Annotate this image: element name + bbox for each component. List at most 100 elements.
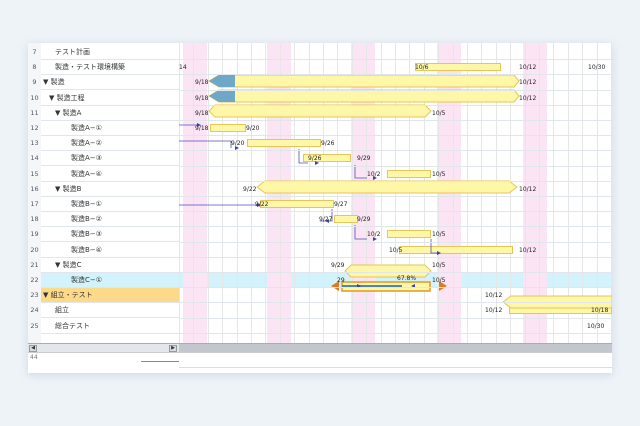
task-name: 製造A−④ (71, 169, 102, 178)
task-bar[interactable] (415, 63, 501, 72)
task-row[interactable]: テスト計画 (41, 45, 179, 60)
summary-bar-row23[interactable] (502, 295, 612, 309)
date-label: 10/5 (432, 261, 446, 269)
dependency-link (179, 140, 232, 148)
grid-hline (179, 89, 612, 91)
date-label: 9/22 (255, 201, 269, 208)
task-name: ▼ 組立・テスト (43, 291, 93, 300)
task-bar[interactable] (210, 124, 246, 132)
row-number: 18 (30, 215, 39, 224)
drag-handle-right[interactable] (439, 281, 447, 291)
dependency-link (354, 165, 367, 179)
date-label: 10/12 (519, 64, 537, 72)
chart-hscrollbar[interactable] (179, 343, 612, 353)
summary-bar-row11[interactable] (208, 104, 432, 118)
grid-hline (179, 104, 612, 106)
task-row[interactable]: 製造B−② (41, 212, 179, 228)
date-label: 10/12 (519, 185, 537, 193)
weekend-column (523, 43, 547, 343)
summary-bar-row10[interactable] (208, 89, 520, 103)
task-bar[interactable] (387, 169, 431, 178)
grid-hline (179, 256, 612, 258)
row-number: 22 (30, 276, 39, 284)
weekend-column (183, 43, 207, 343)
date-label: 10/2 (367, 170, 381, 178)
task-row[interactable]: 製造A−④ (41, 167, 179, 182)
task-row[interactable]: 製造A−① (41, 121, 179, 136)
selected-task-progress (342, 285, 402, 288)
tree-hscrollbar[interactable]: ◀ ▶ (28, 343, 179, 353)
task-name: ▼ 製造A (55, 108, 82, 117)
grid-vline (251, 43, 252, 343)
date-label: 9/26 (321, 140, 335, 148)
date-label: 10/5 (432, 170, 446, 178)
dependency-link (354, 225, 367, 240)
task-row[interactable]: 製造A−③ (41, 151, 179, 167)
task-row[interactable]: 製造B−① (41, 197, 179, 212)
task-row[interactable]: 製造A−② (41, 136, 179, 152)
row-number: 12 (30, 124, 39, 132)
grid-hline (179, 317, 612, 319)
task-row[interactable]: ▼ 製造工程 (41, 91, 179, 106)
task-row[interactable]: 総合テスト (41, 319, 179, 334)
task-name: 製造B−② (71, 215, 102, 224)
grid-hline (179, 211, 612, 213)
grid-hline (179, 226, 612, 228)
date-label: 9/29 (357, 216, 371, 224)
task-bar[interactable] (387, 230, 431, 239)
date-label: 10/30 (587, 322, 605, 330)
task-row[interactable]: ▼ 組立・テスト (41, 288, 179, 304)
date-label: 29 (337, 277, 345, 284)
date-label: 9/18 (195, 94, 209, 102)
task-name: テスト計画 (55, 48, 90, 56)
date-label: 9/29 (331, 261, 345, 269)
grid-vline (179, 43, 180, 343)
task-bar[interactable] (247, 139, 321, 148)
task-row[interactable]: ▼ 製造 (41, 75, 179, 91)
scroll-right-button[interactable]: ▶ (169, 345, 177, 352)
dependency-link (320, 209, 333, 222)
footer-row-number: 44 (30, 354, 38, 361)
task-row[interactable]: 製造B−③ (41, 227, 179, 243)
task-row[interactable]: 製造・テスト環境構築 (41, 60, 179, 76)
task-row[interactable]: 製造C−① (41, 273, 179, 288)
date-label: 9/20 (246, 125, 260, 132)
task-name: 製造A−② (71, 139, 102, 148)
task-bar[interactable] (334, 215, 358, 224)
dependency-link (298, 149, 308, 164)
scroll-left-button[interactable]: ◀ (29, 345, 37, 352)
summary-bar-row21[interactable] (344, 264, 432, 278)
grid-vline (597, 43, 598, 343)
row-number: 19 (30, 230, 39, 239)
grid-hline (179, 120, 612, 121)
grid-vline (553, 43, 554, 343)
drag-handle-left[interactable] (331, 281, 339, 291)
task-row[interactable]: 組立 (41, 303, 179, 319)
task-row[interactable]: ▼ 製造A (41, 106, 179, 121)
task-name: 製造A−③ (71, 154, 102, 163)
row-number: 13 (30, 139, 39, 148)
row-number: 8 (32, 63, 37, 72)
task-row[interactable]: ▼ 製造B (41, 182, 179, 197)
task-name: ▼ 製造B (55, 184, 82, 193)
summary-bar-row9[interactable] (208, 74, 520, 88)
task-bar[interactable] (303, 154, 351, 163)
grid-hline (179, 272, 612, 273)
date-label: 14 (179, 64, 187, 72)
task-row[interactable]: 製造B−④ (41, 243, 179, 258)
arrow-head (373, 176, 377, 180)
task-bar[interactable] (260, 200, 334, 208)
grid-hline (179, 59, 612, 61)
grid-hline (179, 135, 612, 137)
arrow-head (411, 284, 415, 288)
task-name: ▼ 製造C (55, 260, 82, 269)
row-number: 10 (30, 93, 39, 102)
task-bar[interactable] (399, 245, 513, 254)
summary-bar-row16[interactable] (256, 180, 518, 194)
date-label: 10/12 (519, 246, 537, 254)
date-label: 9/22 (243, 185, 257, 193)
task-row[interactable]: ▼ 製造C (41, 258, 179, 273)
arrow-head (257, 203, 261, 207)
